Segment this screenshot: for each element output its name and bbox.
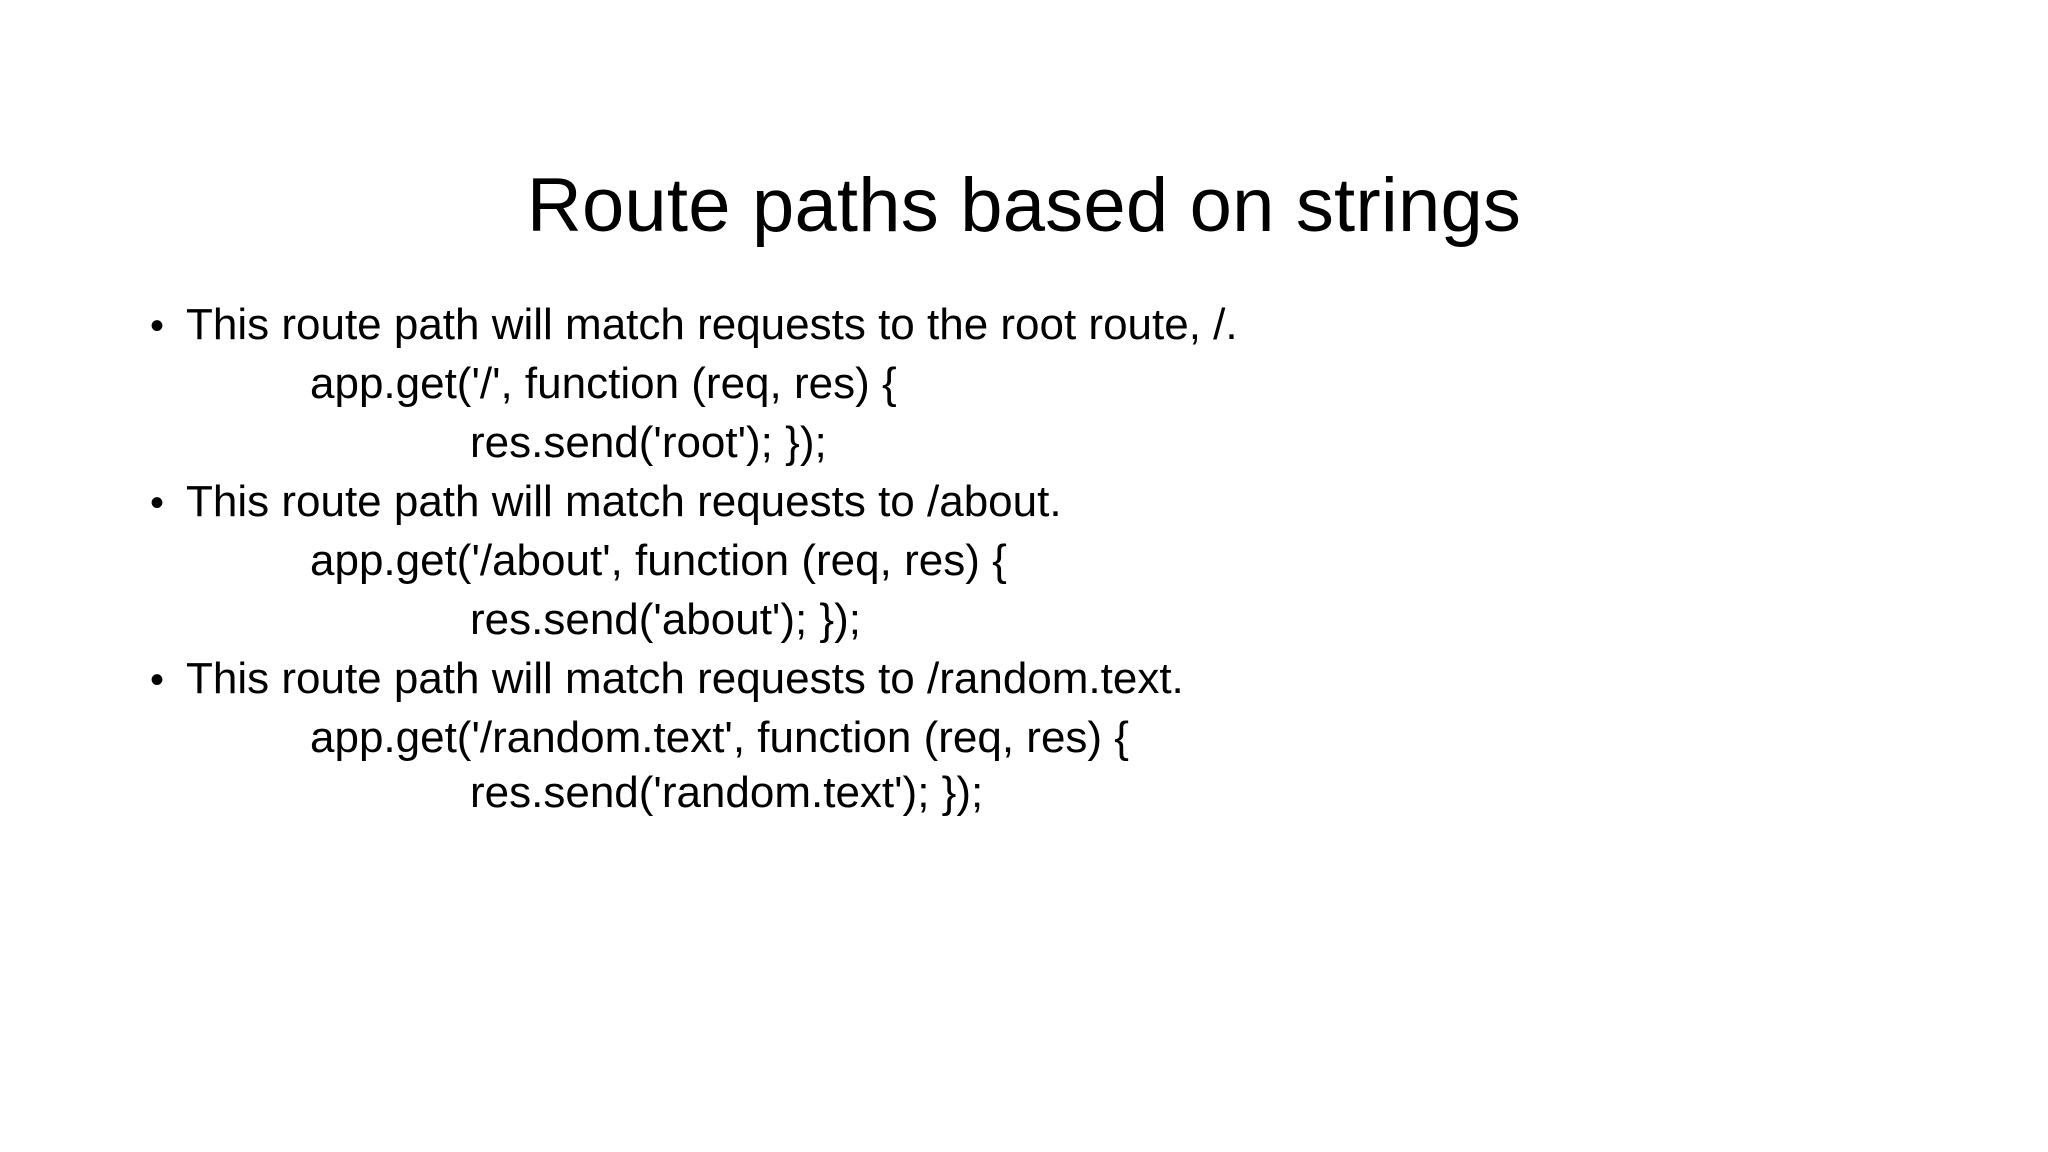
bullet-item-text: This route path will match requests to /… — [186, 653, 1184, 703]
bullet-group-about-route: • This route path will match requests to… — [150, 473, 1910, 650]
code-line-open: app.get('/about', function (req, res) { — [310, 535, 1007, 585]
bullet-item: • This route path will match requests to… — [150, 650, 1910, 709]
bullet-group-random-text-route: • This route path will match requests to… — [150, 650, 1910, 817]
code-line-open: app.get('/', function (req, res) { — [310, 358, 897, 408]
code-line-open: app.get('/random.text', function (req, r… — [310, 712, 1129, 762]
bullet-item: • This route path will match requests to… — [150, 473, 1910, 532]
code-line-close: res.send('root'); }); — [470, 417, 827, 467]
bullet-disc-icon: • — [150, 657, 165, 702]
slide-body-content: • This route path will match requests to… — [150, 296, 1910, 817]
bullet-item-text: This route path will match requests to /… — [186, 476, 1062, 526]
code-line-close: res.send('about'); }); — [470, 594, 861, 644]
slide-title: Route paths based on strings — [526, 162, 1522, 248]
bullet-item-text: This route path will match requests to t… — [186, 300, 1238, 349]
code-line-close: res.send('random.text'); }); — [470, 767, 984, 817]
bullet-item: • This route path will match requests to… — [150, 296, 1910, 355]
bullet-group-root-route: • This route path will match requests to… — [150, 296, 1910, 473]
bullet-disc-icon: • — [150, 480, 165, 525]
bullet-disc-icon: • — [150, 304, 165, 348]
